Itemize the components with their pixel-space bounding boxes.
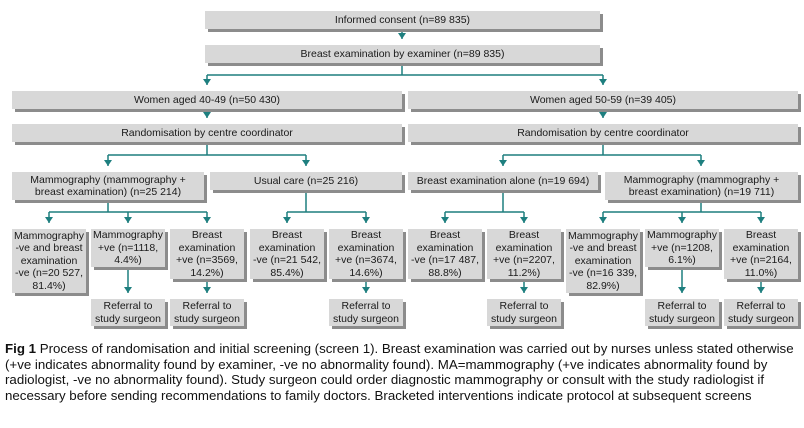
caption-label: Fig 1	[5, 341, 37, 356]
referral-2: Referral to study surgeon	[170, 299, 244, 326]
leaf-bea-exam-positive: Breast examination +ve (n=2207, 11.2%)	[487, 229, 561, 279]
connectors	[45, 29, 765, 293]
leaf-mam50-both-negative: Mammography -ve and breast examination -…	[566, 229, 640, 293]
referral-6: Referral to study surgeon	[724, 299, 798, 326]
referral-5: Referral to study surgeon	[645, 299, 719, 326]
leaf-usual-exam-positive: Breast examination +ve (n=3674, 14.6%)	[329, 229, 403, 279]
leaf-mam50-exam-positive: Breast examination +ve (n=2164, 11.0%)	[724, 229, 798, 279]
referral-1: Referral to study surgeon	[91, 299, 165, 326]
node-usual-care: Usual care (n=25 216)	[210, 172, 402, 190]
node-women-40-49: Women aged 40-49 (n=50 430)	[12, 91, 402, 109]
leaf-mam50-mammography-positive: Mammography +ve (n=1208, 6.1%)	[645, 229, 719, 267]
node-consent: Informed consent (n=89 835)	[205, 11, 600, 29]
leaf-mam40-both-negative: Mammography -ve and breast examination -…	[12, 229, 86, 293]
node-breast-exam-alone: Breast examination alone (n=19 694)	[408, 172, 598, 190]
node-randomisation-40: Randomisation by centre coordinator	[12, 124, 402, 142]
caption-text: Process of randomisation and initial scr…	[5, 341, 794, 403]
leaf-usual-exam-negative: Breast examination -ve (n=21 542, 85.4%)	[250, 229, 324, 279]
node-breast-exam: Breast examination by examiner (n=89 835…	[205, 45, 600, 63]
leaf-mam40-exam-positive: Breast examination +ve (n=3569, 14.2%)	[170, 229, 244, 279]
node-women-50-59: Women aged 50-59 (n=39 405)	[408, 91, 798, 109]
node-mammography-50: Mammography (mammography + breast examin…	[605, 172, 798, 200]
flowchart: Informed consent (n=89 835) Breast exami…	[12, 11, 798, 326]
node-mammography-40: Mammography (mammography + breast examin…	[12, 172, 204, 200]
leaf-bea-exam-negative: Breast examination -ve (n=17 487, 88.8%)	[408, 229, 482, 279]
node-randomisation-50: Randomisation by centre coordinator	[408, 124, 798, 142]
referral-3: Referral to study surgeon	[329, 299, 403, 326]
figure-caption: Fig 1 Process of randomisation and initi…	[5, 341, 801, 403]
referral-4: Referral to study surgeon	[487, 299, 561, 326]
leaf-mam40-mammography-positive: Mammography +ve (n=1118, 4.4%)	[91, 229, 165, 267]
